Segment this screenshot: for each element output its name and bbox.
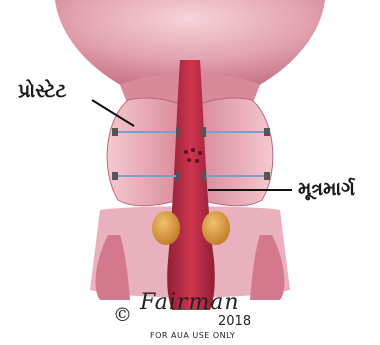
left-gland xyxy=(152,211,180,245)
usage-note: FOR AUA USE ONLY xyxy=(150,331,235,340)
artist-signature: Fairman xyxy=(140,290,240,315)
signature-year: 2018 xyxy=(218,314,251,329)
prostate-label: પ્રોસ્ટેટ xyxy=(18,80,67,102)
urethra-label: મૂત્રમાર્ગ xyxy=(298,178,355,200)
prostate-left-lobe xyxy=(107,98,182,206)
copyright-symbol: © xyxy=(113,304,132,326)
right-gland xyxy=(202,211,230,245)
